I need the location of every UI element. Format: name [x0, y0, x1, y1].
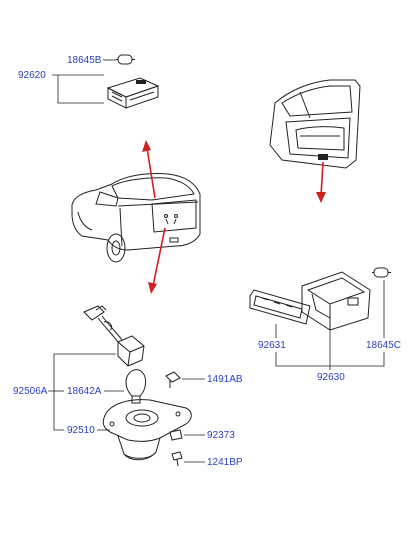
label-1491ab[interactable]: 1491AB	[207, 374, 243, 385]
label-92631[interactable]: 92631	[258, 340, 286, 351]
screw-1491ab-icon	[165, 371, 181, 388]
label-1241bp[interactable]: 1241BP	[207, 457, 243, 468]
arrow-to-map-lamp	[142, 140, 156, 199]
bulb-18645c-icon	[372, 267, 391, 278]
lamp-housing-92630-icon	[301, 271, 371, 331]
label-92373[interactable]: 92373	[207, 430, 235, 441]
bulb-18645b-group: 18645B	[67, 54, 135, 66]
vehicle-rear-drawing	[71, 173, 201, 263]
label-18645c[interactable]: 18645C	[366, 340, 401, 351]
gasket-92373-icon	[169, 429, 183, 441]
courtesy-lamp-location-icon	[318, 154, 328, 160]
connector-harness-drawing	[83, 305, 123, 343]
screw-1241bp-icon	[171, 451, 183, 467]
leader-lines-plate-lamp	[48, 353, 124, 431]
festoon-bulb-icon	[116, 54, 135, 65]
arrow-to-plate-lamp	[148, 227, 166, 294]
lens-housing-92510-icon	[102, 399, 192, 461]
leader-lines-courtesy-lamp	[275, 280, 385, 370]
arrow-to-door-lamp	[316, 161, 326, 203]
bulb-18642a-icon	[125, 369, 147, 404]
label-92510[interactable]: 92510	[67, 425, 95, 436]
label-92620[interactable]: 92620	[18, 70, 46, 81]
map-lamp-icon	[106, 77, 160, 109]
label-92630[interactable]: 92630	[317, 372, 345, 383]
front-door-drawing	[269, 79, 361, 169]
socket-92506a-icon	[117, 335, 145, 367]
label-18645b[interactable]: 18645B	[67, 55, 102, 66]
label-92506a[interactable]: 92506A	[13, 386, 48, 397]
label-18642a[interactable]: 18642A	[67, 386, 102, 397]
lens-92631-icon	[249, 289, 311, 325]
map-lamp-92620-group: 92620	[18, 70, 160, 109]
